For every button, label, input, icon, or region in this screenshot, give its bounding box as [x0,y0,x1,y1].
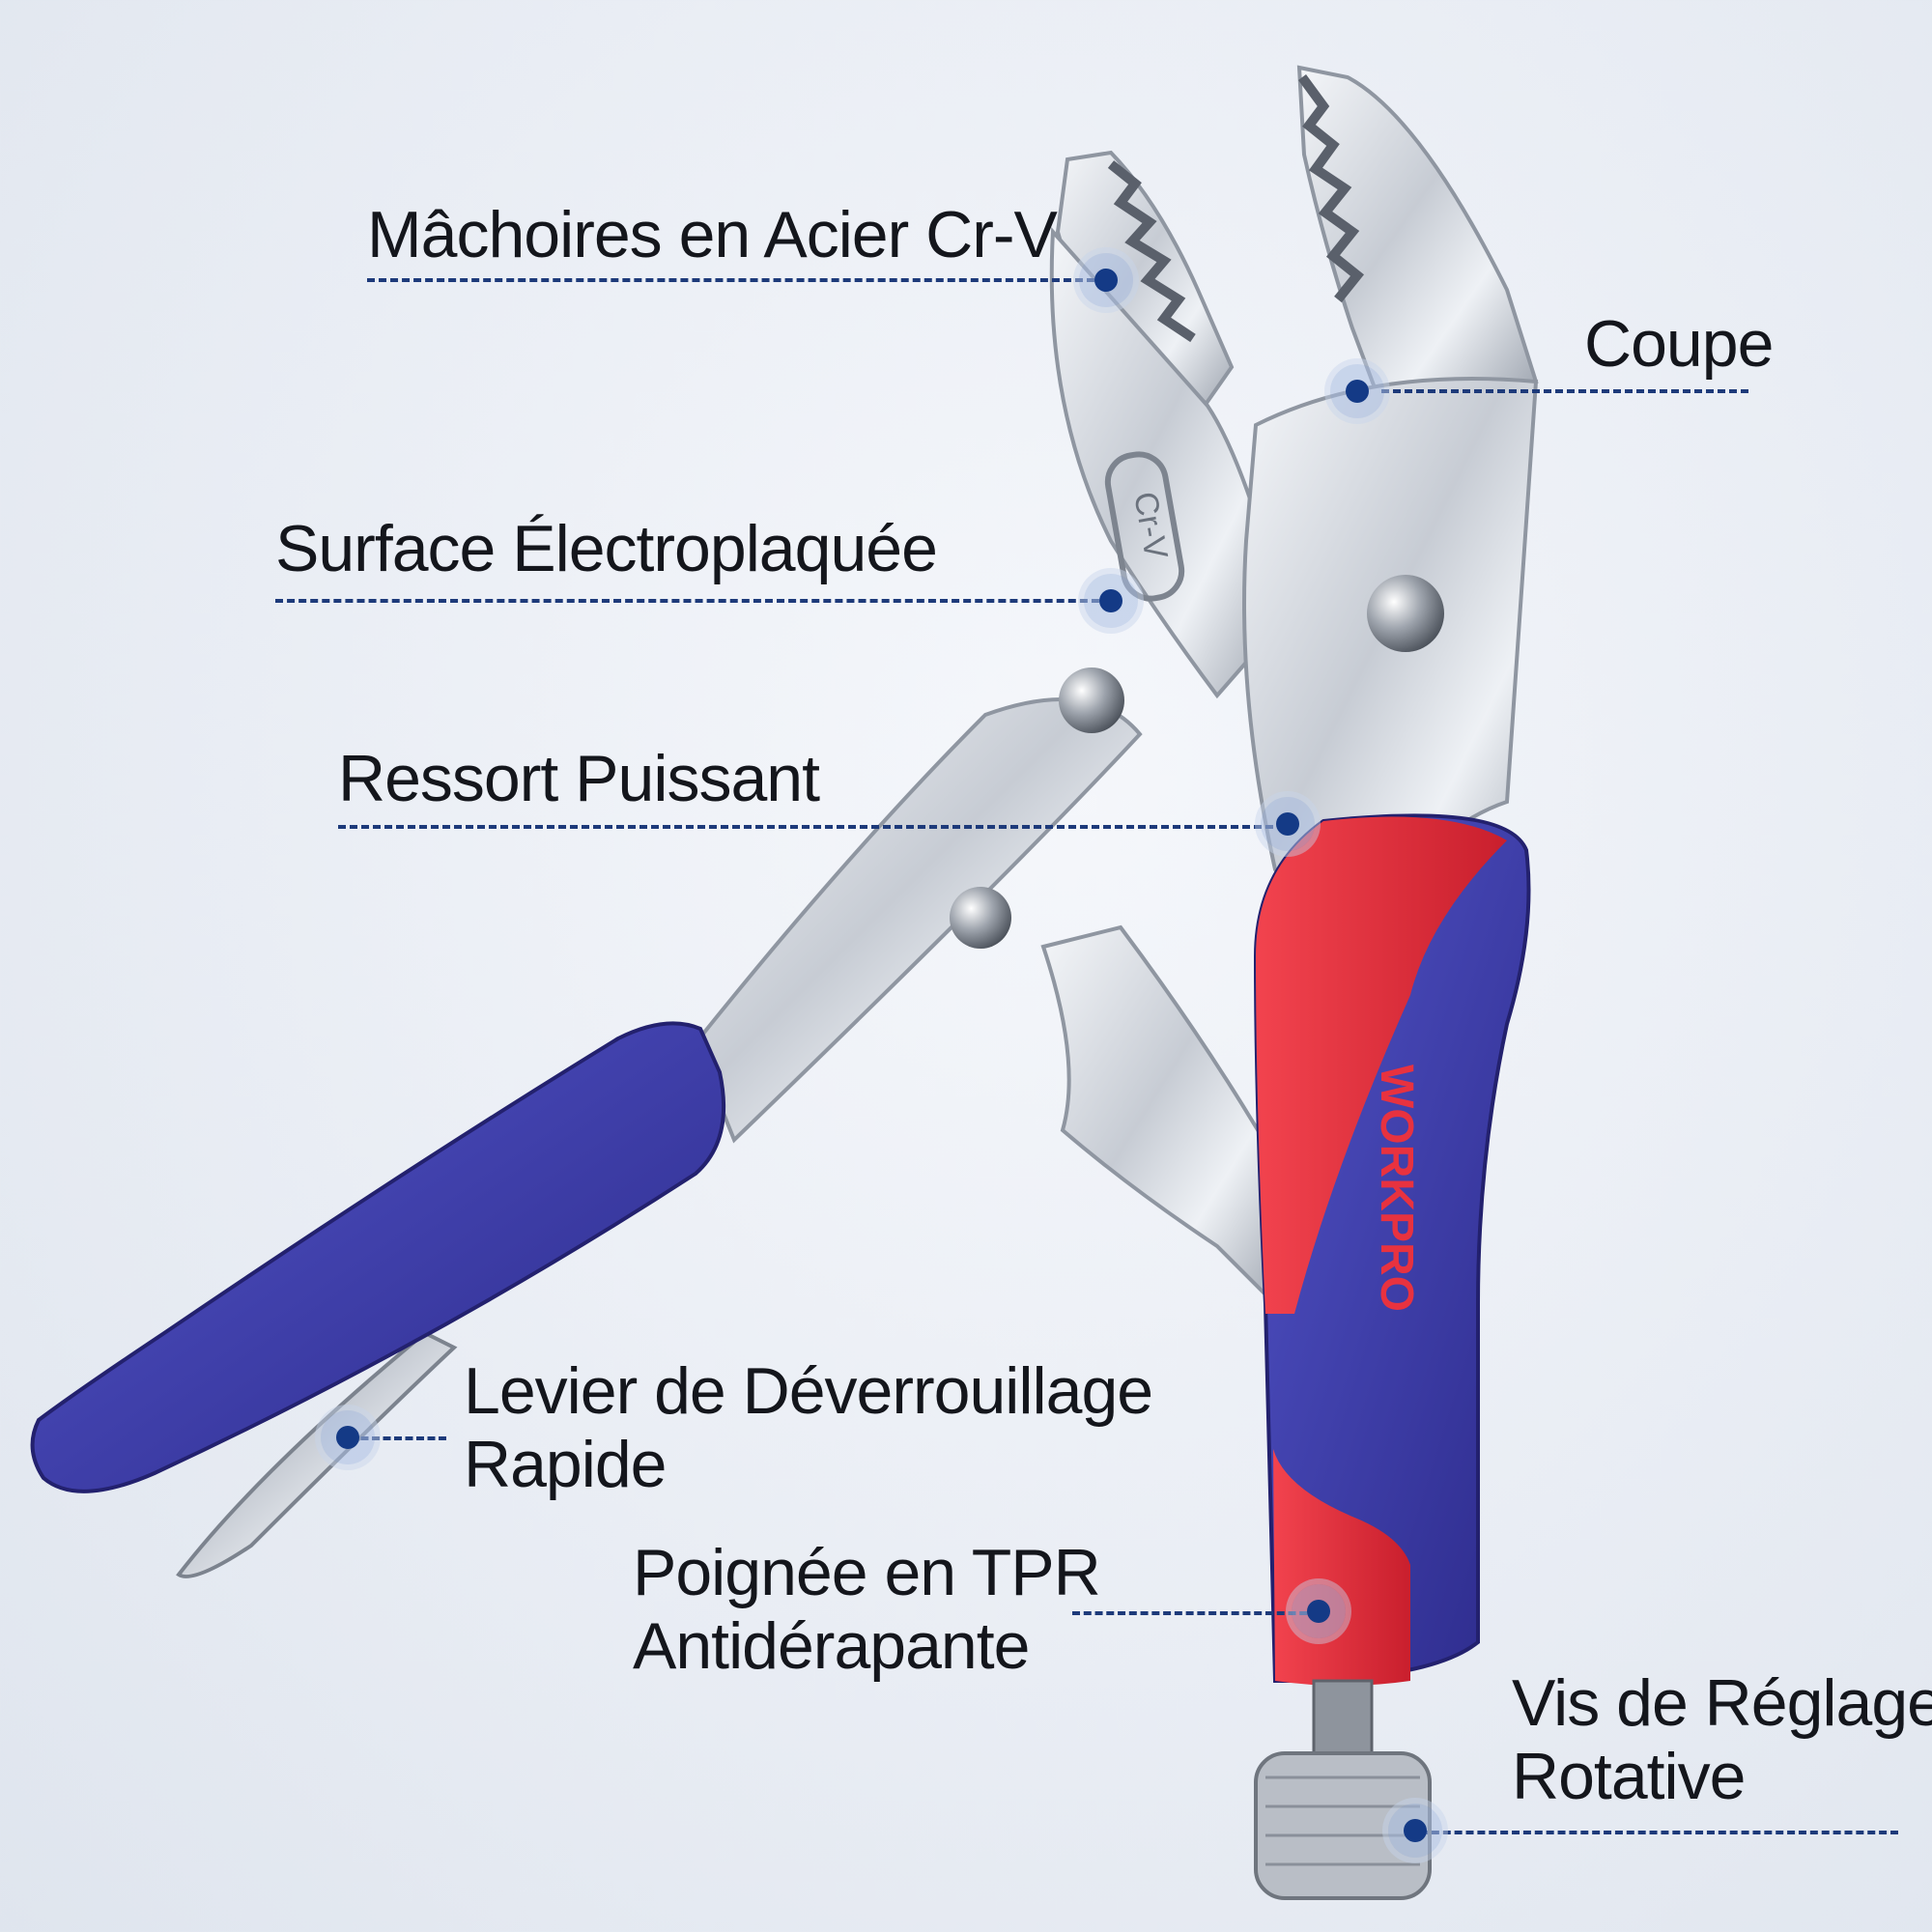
adjusting-screw [1254,1679,1432,1900]
callout-grip-marker[interactable] [1292,1584,1346,1638]
callout-jaws-leader [367,278,1106,282]
callout-screw-marker[interactable] [1388,1804,1442,1858]
callout-spring-label: Ressort Puissant [338,742,820,815]
left-grip [30,1021,726,1493]
release-lever [176,1330,458,1578]
right-grip: WORKPRO [1253,813,1531,1686]
rivet [1059,668,1124,733]
callout-release-marker[interactable] [321,1410,375,1464]
callout-spring-leader [338,825,1285,829]
fixed-jaw [1296,65,1539,409]
rivet [950,887,1011,949]
callout-cutter-marker[interactable] [1330,364,1384,418]
callout-spring-marker[interactable] [1261,797,1315,851]
callout-cutter-label: Coupe [1584,307,1774,381]
callout-jaws-label: Mâchoires en Acier Cr-V [367,198,1058,271]
callout-release-leader [350,1436,446,1440]
callout-cutter-leader [1381,389,1748,393]
callout-surface-marker[interactable] [1084,574,1138,628]
callout-grip-leader [1072,1611,1319,1615]
callout-jaws-marker[interactable] [1079,253,1133,307]
callout-screw-leader [1420,1831,1898,1834]
brand-logo: WORKPRO [1371,1065,1422,1312]
callout-surface-label: Surface Électroplaquée [275,512,938,585]
callout-surface-leader [275,599,1111,603]
rivet [1367,575,1444,652]
